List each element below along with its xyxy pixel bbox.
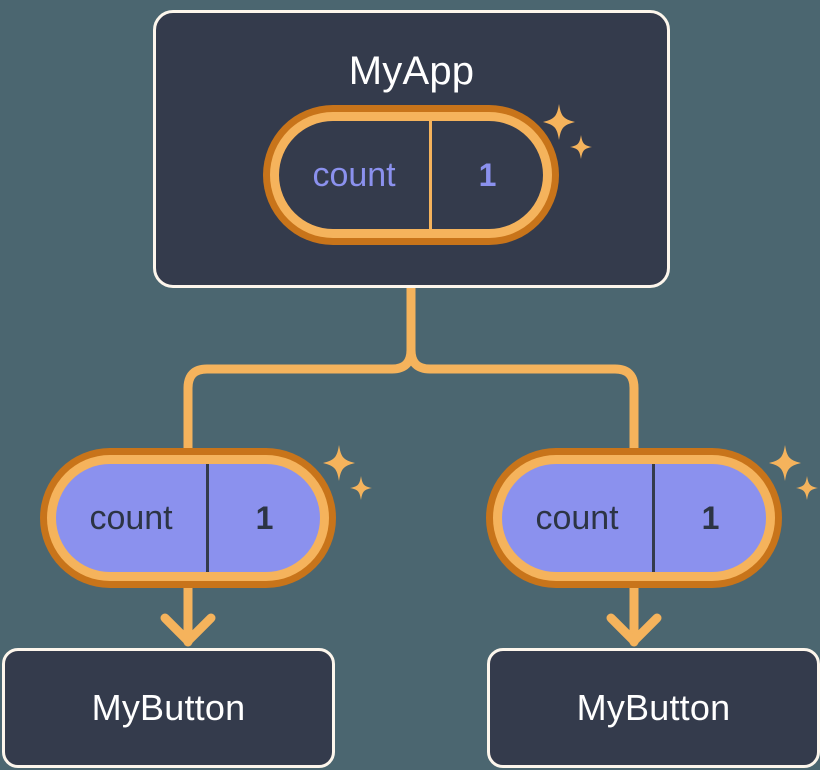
state-pill-root[interactable]: count 1 [263, 105, 559, 245]
state-pill-key: count [56, 464, 210, 572]
state-pill-value: 1 [478, 156, 497, 193]
state-pill-body: count 1 [279, 121, 543, 229]
state-pill-ring: count 1 [47, 455, 329, 581]
state-pill-key: count [502, 464, 656, 572]
component-label: MyButton [91, 687, 246, 728]
component-label: MyButton [576, 687, 731, 728]
page-title: MyApp [348, 49, 475, 93]
component-card-mybutton-left[interactable]: MyButton [2, 648, 335, 768]
state-pill-value: 1 [701, 499, 720, 536]
state-pill-ring: count 1 [270, 112, 552, 238]
connector-branch-left [183, 345, 416, 457]
state-pill-body: count 1 [502, 464, 766, 572]
arrow-down-icon-left [160, 613, 216, 646]
arrow-down-icon-right [606, 613, 662, 646]
connector-branch-right [406, 345, 639, 457]
state-pill-value: 1 [255, 499, 274, 536]
state-pill-right[interactable]: count 1 [486, 448, 782, 588]
state-pill-body: count 1 [56, 464, 320, 572]
component-card-mybutton-right[interactable]: MyButton [487, 648, 820, 768]
state-pill-ring: count 1 [493, 455, 775, 581]
state-pill-left[interactable]: count 1 [40, 448, 336, 588]
state-pill-key: count [279, 121, 433, 229]
